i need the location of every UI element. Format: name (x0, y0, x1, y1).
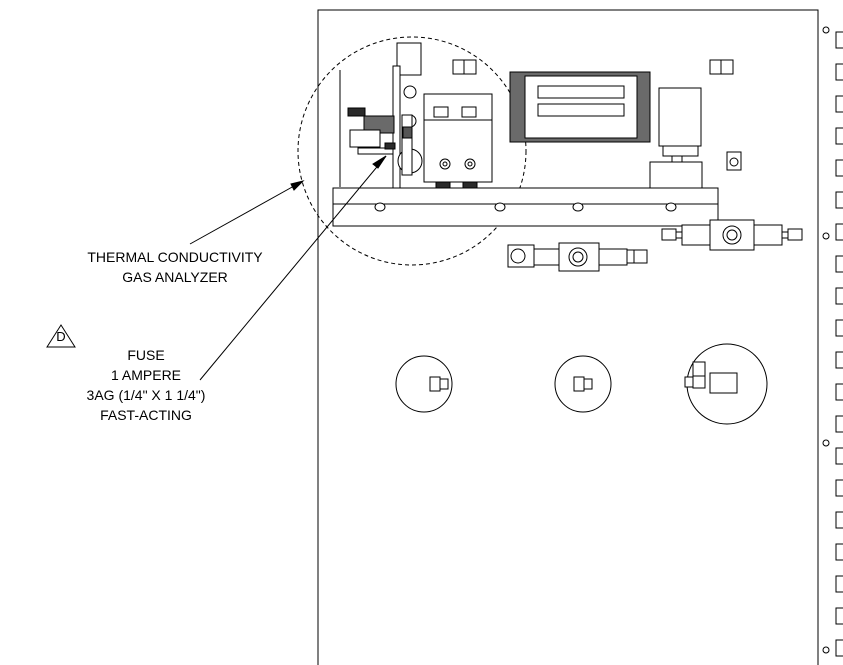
detail-circle (297, 36, 527, 266)
flow-assembly-right (661, 219, 803, 251)
terminal-strip-right (822, 26, 843, 657)
strip-screw-icon (822, 646, 830, 654)
strip-screw-icon (822, 439, 830, 447)
fuse-callout-line3: 3AG (1/4" X 1 1/4") (86, 387, 206, 403)
analyzer-callout-line2: GAS ANALYZER (122, 269, 228, 285)
fuse-callout: FUSE 1 AMPERE 3AG (1/4" X 1 1/4") FAST-A… (56, 345, 236, 425)
strip-screw-icon (822, 232, 830, 240)
strip-terminal (835, 479, 843, 497)
strip-terminal (835, 639, 843, 657)
strip-terminal (835, 159, 843, 177)
revision-mark-label: D (56, 329, 66, 344)
bulkhead-circle-3 (684, 343, 768, 425)
strip-terminal (835, 351, 843, 369)
terminal-block (509, 71, 651, 143)
strip-terminal (835, 607, 843, 625)
leader-lines (189, 155, 387, 381)
bulkhead-circle-1 (395, 355, 453, 413)
strip-terminal (835, 511, 843, 529)
strip-terminal (835, 63, 843, 81)
strip-terminal (835, 287, 843, 305)
strip-terminal (835, 31, 843, 49)
analyzer-callout-line1: THERMAL CONDUCTIVITY (87, 249, 263, 265)
strip-screw-icon (822, 26, 830, 34)
strip-terminal (835, 255, 843, 273)
revision-triangle-icon (46, 324, 76, 348)
flow-assembly-left (507, 242, 648, 272)
strip-terminal (835, 575, 843, 593)
strip-terminal (835, 95, 843, 113)
mounting-rail (332, 187, 719, 227)
bulkhead-circle-2 (554, 355, 612, 413)
fuse-callout-line1: FUSE (127, 347, 165, 363)
strip-terminal (835, 191, 843, 209)
strip-terminal (835, 415, 843, 433)
analyzer-callout: THERMAL CONDUCTIVITY GAS ANALYZER (65, 247, 285, 287)
strip-terminal (835, 383, 843, 401)
fuse-callout-line2: 1 AMPERE (110, 367, 182, 383)
strip-terminal (835, 223, 843, 241)
gas-analyzer (339, 42, 493, 189)
strip-terminal (835, 447, 843, 465)
strip-terminal (835, 543, 843, 561)
fuse-callout-line4: FAST-ACTING (100, 407, 192, 423)
solenoid-valve (649, 87, 703, 189)
strip-terminal (835, 127, 843, 145)
fittings-top (452, 59, 742, 171)
strip-terminal (835, 319, 843, 337)
